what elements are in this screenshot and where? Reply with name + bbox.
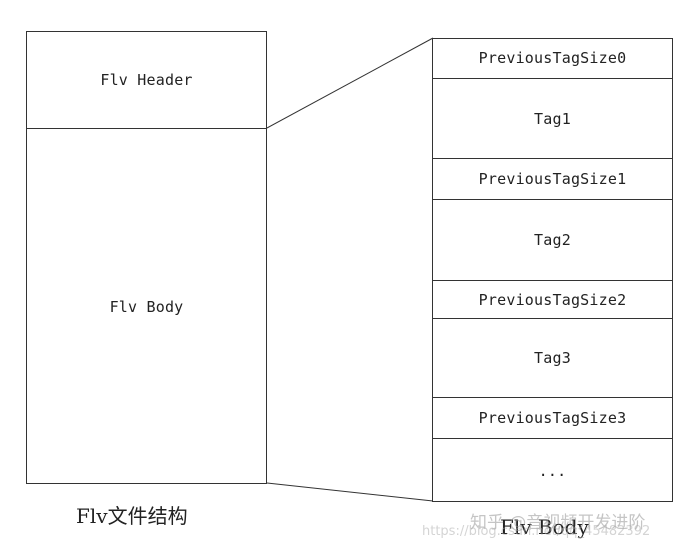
row-previous-tag-size-2: PreviousTagSize2: [432, 281, 673, 318]
row-divider: [432, 78, 673, 79]
row-divider: [432, 318, 673, 319]
file-structure-caption: Flv文件结构: [76, 504, 188, 528]
row-previous-tag-size-3: PreviousTagSize3: [432, 398, 673, 438]
row-label: Tag3: [534, 349, 571, 367]
flv-body-label: Flv Body: [109, 297, 184, 316]
row-previous-tag-size-1: PreviousTagSize1: [432, 159, 673, 199]
row-label: Tag2: [534, 231, 571, 249]
flv-body-caption: Flv Body: [500, 515, 589, 539]
flv-file-structure: [26, 31, 267, 484]
row-divider: [432, 199, 673, 200]
row-label: PreviousTagSize3: [478, 409, 627, 427]
row-label: PreviousTagSize2: [478, 290, 627, 309]
row-label: PreviousTagSize0: [478, 49, 627, 67]
flv-header-label: Flv Header: [100, 70, 193, 89]
row-label: ...: [538, 461, 567, 480]
row-label: Tag1: [534, 109, 571, 128]
row-tag-3: Tag3: [432, 319, 673, 397]
watermark-url: https://blog.csdn.net/qq_45482392: [422, 524, 651, 539]
row-divider: [432, 158, 673, 159]
row-tag-2: Tag2: [432, 200, 673, 280]
watermark-text: 知乎 @音视频开发进阶: [470, 513, 646, 533]
flv-header-cell: Flv Header: [26, 31, 267, 128]
row-previous-tag-size-0: PreviousTagSize0: [432, 38, 673, 78]
row-divider: [432, 397, 673, 398]
connector-bottom-line: [266, 482, 434, 502]
flv-body-detail: [432, 38, 673, 502]
row-divider: [432, 438, 673, 439]
row-divider: [432, 280, 673, 281]
row-ellipsis: ...: [432, 439, 673, 502]
header-body-divider: [26, 128, 267, 129]
row-label: PreviousTagSize1: [478, 170, 627, 188]
connector-top-line: [266, 37, 434, 129]
flv-body-cell: Flv Body: [26, 129, 267, 484]
row-tag-1: Tag1: [432, 79, 673, 158]
